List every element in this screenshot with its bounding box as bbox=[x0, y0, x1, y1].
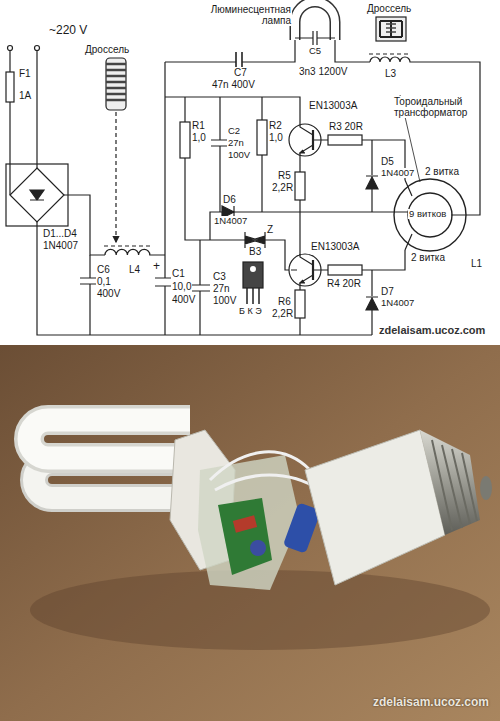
watermark: zdelaisam.ucoz.com bbox=[372, 696, 490, 709]
component-label: C3 bbox=[212, 271, 227, 282]
component-label: D7 bbox=[380, 286, 395, 297]
component-label: R1 bbox=[191, 120, 206, 131]
photo bbox=[0, 345, 500, 721]
component-label: ~220 V bbox=[48, 24, 88, 37]
component-label: R6 bbox=[277, 296, 292, 307]
component-label: L4 bbox=[128, 264, 141, 275]
component-label: 400V bbox=[171, 294, 196, 305]
component-label: EN13003A bbox=[310, 241, 360, 252]
component-label: C2 bbox=[227, 126, 241, 136]
component-label: 2,2R bbox=[271, 182, 294, 193]
component-label: 0,1 bbox=[96, 276, 112, 287]
component-label: Z bbox=[266, 224, 274, 235]
component-label: R2 bbox=[268, 120, 283, 131]
component-label: 1N4007 bbox=[380, 168, 415, 178]
component-label: Дроссель bbox=[84, 44, 130, 55]
component-label: 2 витка bbox=[424, 166, 460, 177]
component-label: C5 bbox=[308, 46, 322, 56]
component-label: Дроссель bbox=[366, 3, 412, 14]
component-label: R5 bbox=[277, 170, 292, 181]
component-label: 400V bbox=[96, 288, 121, 299]
component-label: L3 bbox=[384, 68, 397, 79]
watermark: zdelaisam.ucoz.com bbox=[378, 324, 486, 336]
component-label: Б К Э bbox=[238, 307, 263, 317]
component-label: 1,0 bbox=[268, 132, 284, 143]
component-label: C7 bbox=[233, 67, 248, 78]
component-label: C6 bbox=[96, 264, 111, 275]
component-label: 1A bbox=[18, 90, 32, 101]
component-label: Люминесцентная лампа bbox=[196, 4, 292, 26]
component-label: D1...D4 bbox=[42, 228, 78, 239]
component-label: F1 bbox=[18, 68, 32, 79]
component-label: 2,2R bbox=[271, 308, 294, 319]
component-label: 10,0 bbox=[171, 281, 192, 292]
component-label: L1 bbox=[470, 258, 483, 269]
component-label: 1N4007 bbox=[380, 298, 415, 308]
component-label: R3 20R bbox=[328, 121, 364, 132]
component-label: 27n bbox=[212, 283, 231, 294]
component-label: EN13003A bbox=[308, 100, 358, 111]
screw-threads bbox=[432, 440, 477, 530]
component-label: D5 bbox=[380, 156, 395, 167]
component-label: 3n3 1200V bbox=[298, 66, 348, 77]
component-label: C1 bbox=[171, 268, 186, 279]
component-label: 27n bbox=[227, 138, 245, 148]
component-label: + bbox=[152, 260, 161, 273]
component-label: 1N4007 bbox=[42, 240, 79, 251]
component-label: 9 витков bbox=[408, 209, 447, 219]
component-label: D6 bbox=[222, 194, 237, 205]
component-label: B3 bbox=[248, 246, 262, 257]
component-label: Тороидальный трансформатор bbox=[393, 96, 479, 118]
component-label: 100V bbox=[212, 295, 237, 306]
wires bbox=[6, 2, 480, 335]
component-label: 2 витка bbox=[410, 252, 446, 263]
component-label: 1N4007 bbox=[213, 216, 248, 226]
component-label: 47n 400V bbox=[211, 79, 256, 90]
component-label: R4 20R bbox=[326, 278, 362, 289]
component-label: 100V bbox=[227, 150, 251, 160]
component-label: 1,0 bbox=[191, 132, 207, 143]
